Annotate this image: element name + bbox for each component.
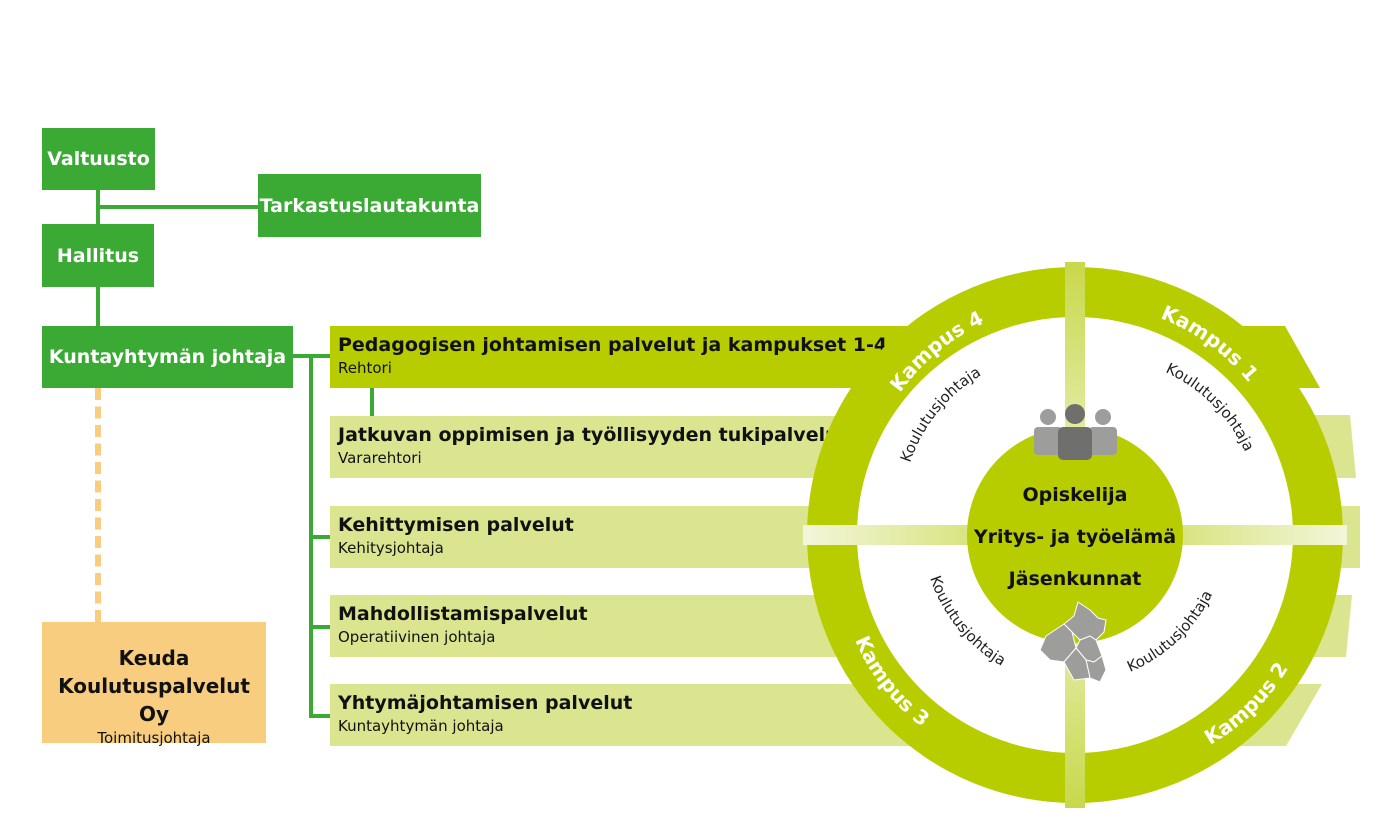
kuntayhtyman-johtaja-label: Kuntayhtymän johtaja — [48, 346, 287, 368]
service-title: Mahdollistamispalvelut — [338, 603, 588, 625]
connector-hallitus-johtaja — [96, 286, 100, 328]
service-bar-enabling: Mahdollistamispalvelut Operatiivinen joh… — [330, 595, 870, 657]
connector-service-5 — [309, 714, 331, 718]
service-role: Kuntayhtymän johtaja — [338, 717, 504, 735]
service-title: Yhtymäjohtamisen palvelut — [338, 692, 633, 714]
company-role: Toimitusjohtaja — [97, 729, 211, 747]
center-label-jasenkunnat: Jäsenkunnat — [1007, 568, 1142, 590]
tarkastuslautakunta-label: Tarkastuslautakunta — [259, 194, 480, 217]
service-role: Operatiivinen johtaja — [338, 628, 496, 646]
hallitus-label: Hallitus — [56, 244, 140, 267]
company-name-line1: Keuda — [118, 646, 190, 670]
connector-company-dashed — [95, 388, 101, 622]
center-label-yritys: Yritys- ja työelämä — [973, 526, 1176, 548]
center-label-opiskelija: Opiskelija — [1023, 484, 1128, 506]
valtuusto-label: Valtuusto — [47, 148, 150, 170]
service-title: Jatkuvan oppimisen ja työllisyyden tukip… — [338, 424, 848, 446]
tarkastuslautakunta-box: Tarkastuslautakunta — [258, 174, 481, 237]
service-bar-pedagogical: Pedagogisen johtamisen palvelut ja kampu… — [330, 326, 930, 388]
keuda-koulutuspalvelut-box: Keuda Koulutuspalvelut Oy Toimitusjohtaj… — [42, 622, 266, 747]
hallitus-box: Hallitus — [42, 224, 154, 287]
connector-service-1-2 — [370, 388, 374, 416]
wheel-center — [967, 427, 1183, 643]
connector-service-4 — [309, 625, 331, 629]
connector-tarkastus — [96, 205, 260, 209]
service-role: Rehtori — [338, 359, 392, 377]
valtuusto-box: Valtuusto — [42, 128, 155, 190]
municipality-map-icon — [1039, 601, 1107, 683]
company-name-line2: Koulutuspalvelut Oy — [58, 674, 250, 726]
kuntayhtyman-johtaja-box: Kuntayhtymän johtaja — [42, 326, 293, 388]
people-icon — [1034, 404, 1117, 460]
service-role: Kehitysjohtaja — [338, 539, 444, 557]
connector-service-3 — [309, 535, 331, 539]
service-role: Vararehtori — [338, 449, 422, 467]
service-bar-continuous-learning: Jatkuvan oppimisen ja työllisyyden tukip… — [330, 416, 890, 478]
service-title: Pedagogisen johtamisen palvelut ja kampu… — [338, 334, 888, 356]
service-bar-management: Yhtymäjohtamisen palvelut Kuntayhtymän j… — [330, 684, 930, 746]
service-bar-development: Kehittymisen palvelut Kehitysjohtaja — [330, 506, 850, 568]
service-title: Kehittymisen palvelut — [338, 514, 574, 536]
